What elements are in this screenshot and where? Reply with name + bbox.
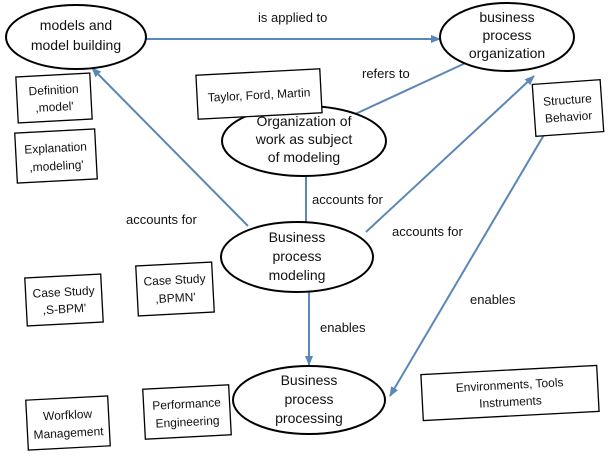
edge-label-enables-right: enables <box>470 292 516 307</box>
box-structure-line-2: Behavior <box>545 108 593 125</box>
node-business-process-organization: business process organization <box>439 2 575 72</box>
node-bpm-line-3: modeling <box>269 267 326 283</box>
arrow-bpm-to-models <box>91 67 249 227</box>
box-case-sbpm-line-2: ,S-BPM' <box>42 301 86 317</box>
node-models-line-2: model building <box>31 37 121 53</box>
node-bpm-line-2: process <box>272 248 321 264</box>
arrow-bpo-to-org-work <box>337 59 473 123</box>
box-structure-line-1: Structure <box>543 91 593 108</box>
arrow-bpo-to-bpp <box>389 127 549 397</box>
box-explanation-line-2: ,modeling' <box>29 158 84 175</box>
node-bpo-line-3: organization <box>469 45 545 61</box>
box-performance-line-2: Engineering <box>155 413 220 430</box>
node-org-work-line-3: of modeling <box>268 149 340 165</box>
box-performance-line-1: Performance <box>152 395 222 413</box>
node-bpo-line-2: process <box>482 27 531 43</box>
box-structure-behavior: Structure Behavior <box>531 78 605 138</box>
node-business-process-modeling: Business process modeling <box>220 221 374 293</box>
edge-label-accounts-for-right: accounts for <box>392 224 463 239</box>
node-bpm-line-1: Business <box>269 229 326 245</box>
box-environments-tools-instruments: Environments, Tools Instruments <box>420 364 600 422</box>
edge-label-is-applied-to: is applied to <box>258 10 327 25</box>
node-org-work-line-1: Organization of <box>257 113 352 129</box>
box-definition-line-2: ,model' <box>35 99 74 115</box>
box-definition-model: Definition ,model' <box>15 72 93 124</box>
box-environments-line-1: Environments, Tools <box>455 375 563 395</box>
box-workflow-management: Worfklow Management <box>25 395 111 451</box>
node-bpp-line-1: Business <box>281 372 338 388</box>
edge-label-enables-middle: enables <box>320 320 366 335</box>
box-case-study-bpmn: Case Study ,BPMN' <box>135 261 215 317</box>
box-workflow-line-1: Worfklow <box>43 407 93 424</box>
box-case-bpmn-line-2: ,BPMN' <box>155 290 196 306</box>
box-taylor-line-1: Taylor, Ford, Martin <box>207 85 310 104</box>
box-case-bpmn-line-1: Case Study <box>143 271 206 288</box>
edge-label-refers-to: refers to <box>362 66 410 81</box>
node-business-process-processing: Business process processing <box>232 365 386 435</box>
box-case-sbpm-line-1: Case Study <box>32 283 95 300</box>
box-performance-engineering: Performance Engineering <box>142 384 232 440</box>
node-bpp-line-3: processing <box>275 410 343 426</box>
box-taylor-ford-martin: Taylor, Ford, Martin <box>195 68 323 120</box>
box-explanation-modeling: Explanation ,modeling' <box>14 128 98 184</box>
arrow-bpm-to-bpo <box>365 75 535 233</box>
node-bpo-line-1: business <box>479 9 534 25</box>
node-models-and-model-building: models and model building <box>5 4 147 70</box>
edge-label-accounts-for-left: accounts for <box>126 212 197 227</box>
box-case-study-sbpm: Case Study ,S-BPM' <box>24 273 104 327</box>
box-workflow-line-2: Management <box>33 424 104 442</box>
box-environments-line-2: Instruments <box>479 393 542 410</box>
node-bpp-line-2: process <box>284 391 333 407</box>
box-definition-line-1: Definition <box>28 82 79 99</box>
node-org-work-line-2: work as subject <box>255 131 353 147</box>
node-models-line-1: models and <box>40 17 112 33</box>
box-explanation-line-1: Explanation <box>24 139 87 156</box>
edge-label-accounts-for-middle: accounts for <box>312 192 383 207</box>
